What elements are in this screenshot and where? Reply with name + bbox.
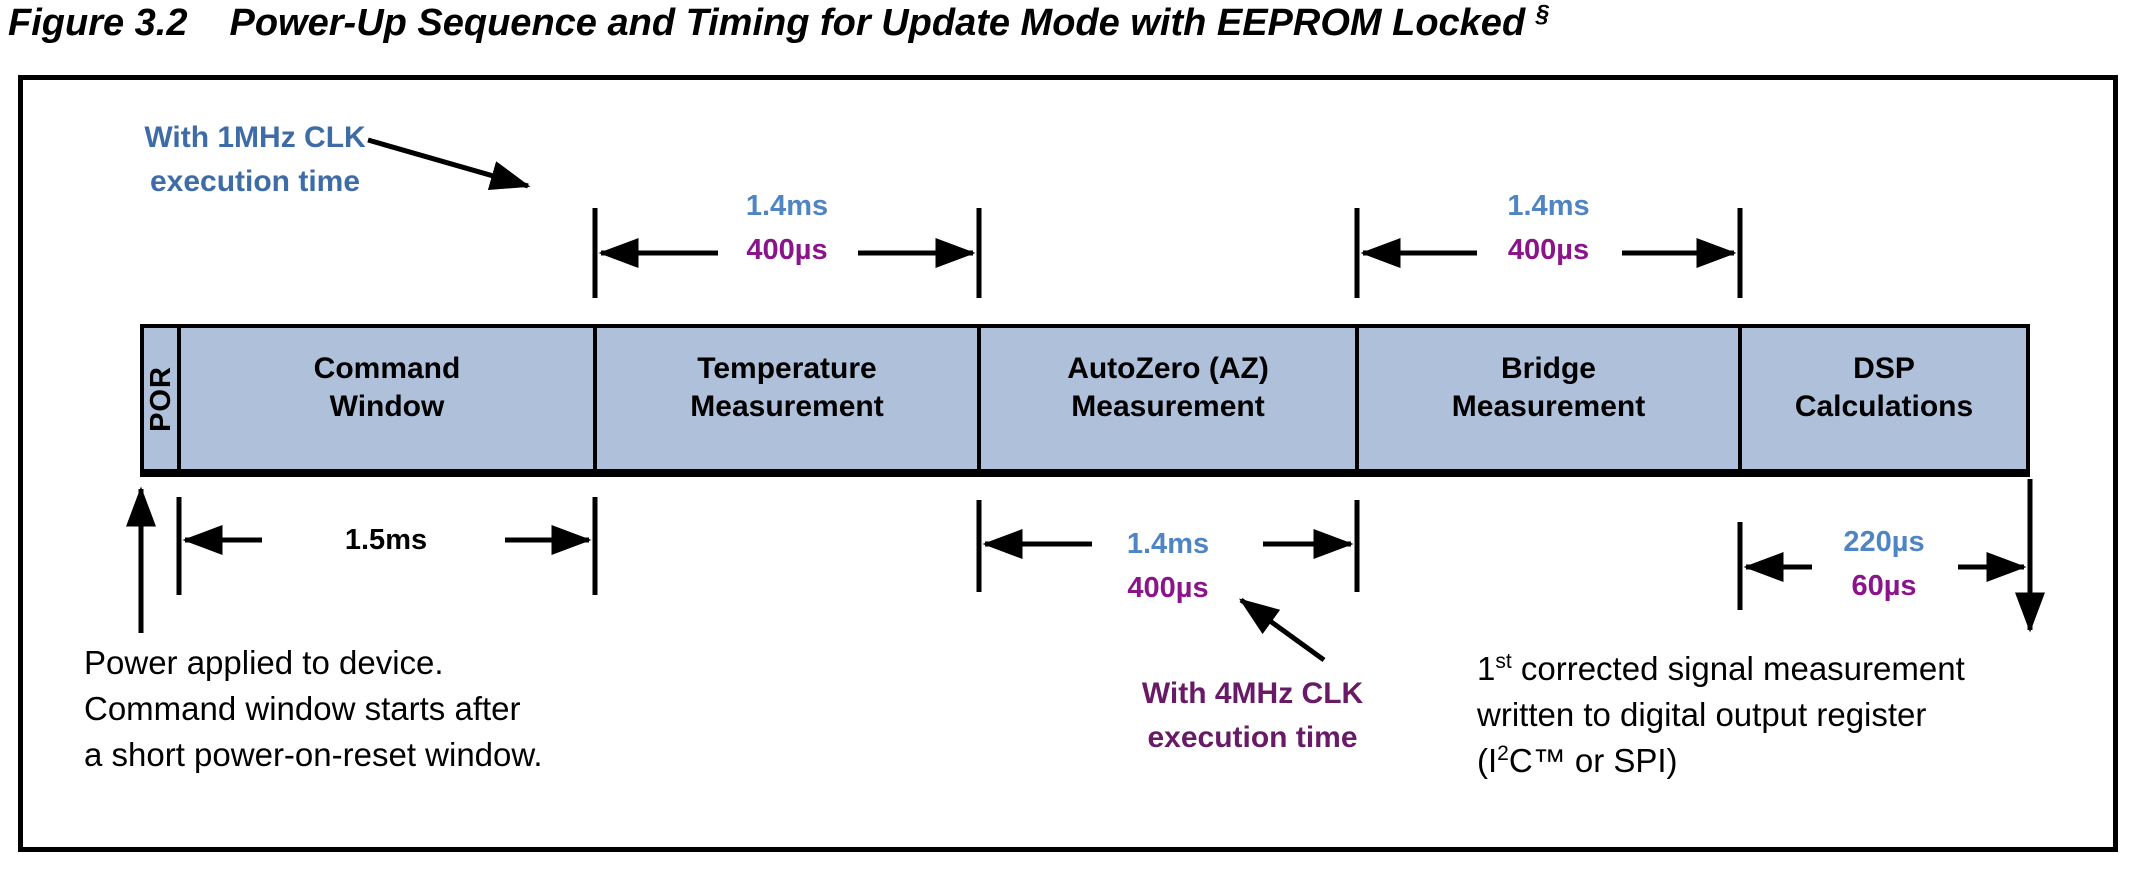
note-line: (I2C™ or SPI) xyxy=(1477,742,1678,779)
callout-line: execution time xyxy=(149,165,361,198)
timing-value-1mhz: 1.4ms xyxy=(745,190,829,222)
segment-label: Measurement xyxy=(1451,389,1646,423)
figure-title-text: Power-Up Sequence and Timing for Update … xyxy=(229,2,1526,44)
power-applied-note: Power applied to device. Command window … xyxy=(84,640,543,778)
callout-line: With 1MHz CLK xyxy=(144,121,366,154)
segment-dsp-calculations: DSP Calculations xyxy=(1738,328,2026,469)
callout-line: With 4MHz CLK xyxy=(1141,677,1364,710)
note-line: 1st corrected signal measurement xyxy=(1477,650,1965,687)
note-line: written to digital output register xyxy=(1477,696,1927,733)
segment-label: DSP xyxy=(1853,351,1915,385)
first-output-note: 1st corrected signal measurement written… xyxy=(1477,646,1965,784)
figure-title: Figure 3.2 Power-Up Sequence and Timing f… xyxy=(8,2,1549,45)
segment-bridge-measurement: Bridge Measurement xyxy=(1355,328,1738,469)
segment-label: Temperature xyxy=(697,351,877,385)
clk-4mhz-callout: With 4MHz CLK execution time xyxy=(1080,672,1425,760)
power-up-sequence-bar: POR Command Window Temperature Measureme… xyxy=(140,324,2030,477)
segment-temperature-measurement: Temperature Measurement xyxy=(593,328,977,469)
segment-label: Calculations xyxy=(1794,389,1974,423)
timing-command-window: 1.5ms xyxy=(179,518,593,562)
timing-value-4mhz: 400µs xyxy=(1507,234,1590,266)
segment-por-label: POR xyxy=(144,365,177,432)
timing-temperature: 1.4ms 400µs xyxy=(597,184,977,272)
segment-label: Command xyxy=(313,351,461,385)
segment-label: Measurement xyxy=(1071,389,1265,423)
timing-autozero: 1.4ms 400µs xyxy=(981,522,1355,610)
timing-bridge: 1.4ms 400µs xyxy=(1359,184,1738,272)
timing-value-4mhz: 400µs xyxy=(1127,572,1209,604)
timing-dsp: 220µs 60µs xyxy=(1742,520,2026,608)
segment-label: Window xyxy=(329,389,445,423)
timing-value-1mhz: 1.4ms xyxy=(1126,528,1210,560)
segment-por: POR xyxy=(144,328,177,469)
footnote-mark: § xyxy=(1535,0,1550,28)
segment-label: Bridge xyxy=(1500,351,1596,385)
note-line: Power applied to device. xyxy=(84,644,444,681)
segment-label: Measurement xyxy=(690,389,884,423)
timing-value-1mhz: 220µs xyxy=(1843,526,1925,558)
figure-number: Figure 3.2 xyxy=(8,2,188,44)
segment-autozero-measurement: AutoZero (AZ) Measurement xyxy=(977,328,1355,469)
segment-command-window: Command Window xyxy=(177,328,593,469)
timing-value-1mhz: 1.4ms xyxy=(1507,190,1590,222)
segment-label: AutoZero (AZ) xyxy=(1067,351,1269,385)
timing-value-4mhz: 60µs xyxy=(1851,570,1917,602)
clk-1mhz-callout: With 1MHz CLK execution time xyxy=(120,116,390,204)
note-line: Command window starts after xyxy=(84,690,521,727)
note-line: a short power-on-reset window. xyxy=(84,736,543,773)
callout-line: execution time xyxy=(1147,721,1358,754)
timing-value: 1.5ms xyxy=(344,524,428,556)
timing-value-4mhz: 400µs xyxy=(746,234,828,266)
